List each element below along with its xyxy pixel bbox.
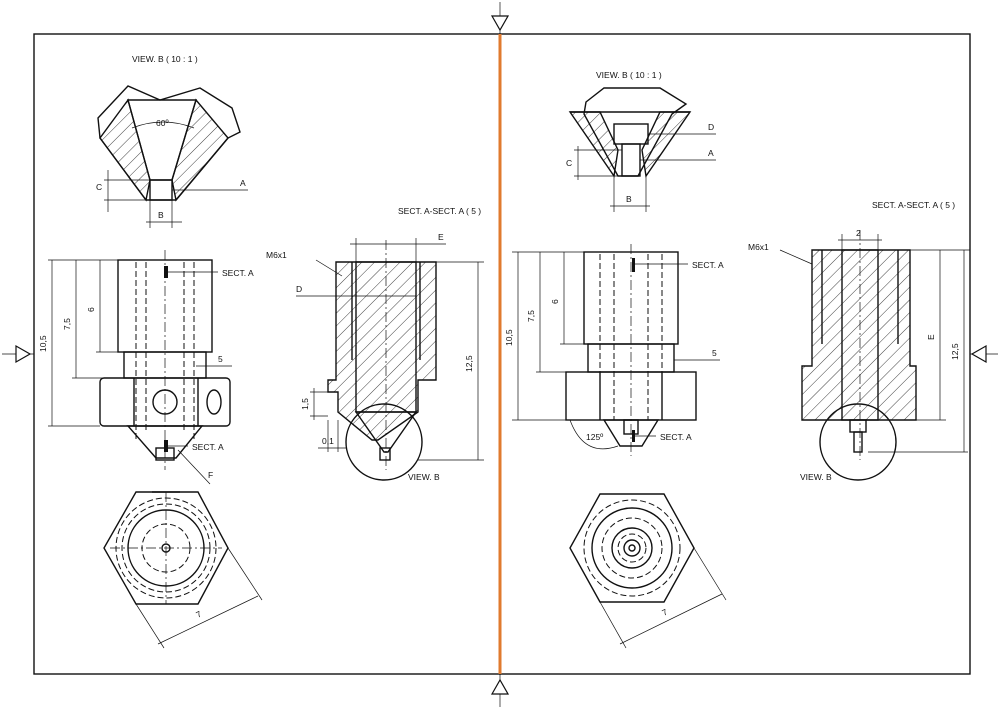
right-view-b-title: VIEW. B ( 10 : 1 ) xyxy=(596,70,662,80)
left-front-view: 10,5 7,5 6 5 SECT. A SECT. A F xyxy=(38,250,254,485)
left-dim-10-5: 10,5 xyxy=(38,335,48,352)
left-dim-0-1: 0,1 xyxy=(322,436,334,446)
right-dim-7-5: 7,5 xyxy=(526,310,536,322)
right-b-label: B xyxy=(626,194,632,204)
right-view-b-detail: VIEW. B ( 10 : 1 ) D A C B xyxy=(566,70,716,212)
right-top-view: 7 xyxy=(569,493,727,649)
left-dim-12-5: 12,5 xyxy=(464,355,474,372)
left-sect-a-top: SECT. A xyxy=(222,268,254,278)
right-c-label: C xyxy=(566,158,572,168)
right-section-title: SECT. A-SECT. A ( 5 ) xyxy=(872,200,955,210)
right-center-mark xyxy=(970,344,998,364)
right-d-label: D xyxy=(708,122,714,132)
left-section-view: SECT. A-SECT. A ( 5 ) E D M6x1 12,5 1,5 … xyxy=(266,206,484,482)
left-f-label: F xyxy=(208,470,213,480)
right-dim-6: 6 xyxy=(550,299,560,304)
right-dim-2: 2 xyxy=(856,228,861,238)
left-view-b-title: VIEW. B ( 10 : 1 ) xyxy=(132,54,198,64)
left-center-mark xyxy=(2,344,34,364)
right-dim-7: 7 xyxy=(660,607,669,618)
left-dim-7-5: 7,5 xyxy=(62,318,72,330)
left-view-b-label: VIEW. B xyxy=(408,472,440,482)
right-sect-a-top: SECT. A xyxy=(692,260,724,270)
right-dim-12-5: 12,5 xyxy=(950,343,960,360)
bottom-center-mark xyxy=(490,674,510,707)
left-dim-7: 7 xyxy=(194,609,203,620)
left-b-label: B xyxy=(158,210,164,220)
left-dim-5: 5 xyxy=(218,354,223,364)
right-view-b-label: VIEW. B xyxy=(800,472,832,482)
right-section-view: SECT. A-SECT. A ( 5 ) 2 M6x1 E 12,5 VIEW… xyxy=(748,200,970,482)
right-angle-label: 125º xyxy=(586,432,603,442)
left-top-view: 7 xyxy=(103,491,263,649)
top-center-mark xyxy=(490,2,510,34)
left-m6x1-label: M6x1 xyxy=(266,250,287,260)
left-c-label: C xyxy=(96,182,102,192)
left-view-b-detail: VIEW. B ( 10 : 1 ) 60º C A B xyxy=(96,54,248,228)
left-dim-6: 6 xyxy=(86,307,96,312)
right-m6x1-label: M6x1 xyxy=(748,242,769,252)
right-e-label: E xyxy=(926,334,936,340)
left-angle-label: 60º xyxy=(156,118,169,128)
left-sect-a-bottom: SECT. A xyxy=(192,442,224,452)
right-sect-a-bottom: SECT. A xyxy=(660,432,692,442)
right-a-detail-label: A xyxy=(708,148,714,158)
left-e-label: E xyxy=(438,232,444,242)
right-dim-10-5: 10,5 xyxy=(504,329,514,346)
left-a-detail-label: A xyxy=(240,178,246,188)
left-d-label: D xyxy=(296,284,302,294)
right-dim-5: 5 xyxy=(712,348,717,358)
right-front-view: 10,5 7,5 6 5 SECT. A SECT. A 125º xyxy=(504,244,724,456)
left-section-title: SECT. A-SECT. A ( 5 ) xyxy=(398,206,481,216)
left-dim-1-5: 1,5 xyxy=(300,398,310,410)
